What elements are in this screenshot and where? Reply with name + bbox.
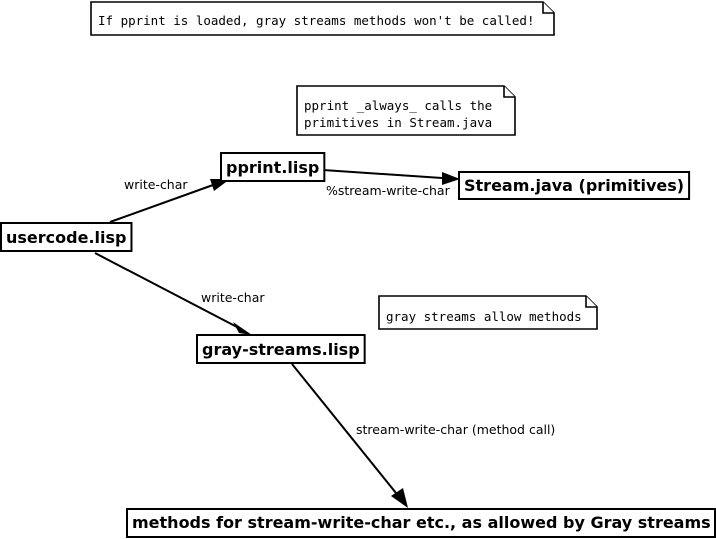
node-box: [458, 171, 691, 200]
note-fold: [542, 2, 554, 14]
note-shape: [378, 295, 598, 330]
node-usercode-label: usercode.lisp: [6, 228, 126, 247]
node-pprint-label: pprint.lisp: [226, 158, 319, 177]
arrowhead: [233, 322, 252, 335]
note-pprint-always-line1: pprint _always_ calls the: [304, 98, 492, 113]
edge-line: [322, 169, 443, 179]
arrowhead: [442, 172, 460, 185]
edge-label-usercode-pprint: write-char: [124, 177, 188, 192]
node-box: [0, 222, 133, 252]
note-gray-allow-text: gray streams allow methods: [386, 309, 582, 324]
node-methods: methods for stream-write-char etc., as a…: [126, 508, 716, 538]
edge-pprint-to-stream: %stream-write-char: [322, 169, 460, 198]
node-stream-java-label: Stream.java (primitives): [464, 176, 684, 195]
node-usercode: usercode.lisp: [0, 222, 133, 252]
arrowhead: [391, 488, 408, 508]
edge-usercode-to-pprint: write-char: [109, 177, 230, 223]
node-box: [196, 334, 366, 364]
edge-label-usercode-gray: write-char: [201, 290, 265, 305]
edge-label-gray-methods: stream-write-char (method call): [356, 422, 555, 437]
note-pprint-loaded: If pprint is loaded, gray streams method…: [90, 1, 555, 36]
note-pprint-always-line2: primitives in Stream.java: [304, 115, 492, 130]
edge-usercode-to-gray: write-char: [94, 252, 265, 335]
edge-line: [94, 252, 238, 328]
node-gray-streams-label: gray-streams.lisp: [202, 340, 360, 359]
note-pprint-always: pprint _always_ calls the primitives in …: [296, 85, 516, 136]
note-fold: [503, 86, 515, 98]
note-pprint-loaded-text: If pprint is loaded, gray streams method…: [98, 13, 535, 28]
note-gray-allow: gray streams allow methods: [378, 295, 598, 330]
node-methods-label: methods for stream-write-char etc., as a…: [132, 513, 711, 532]
edge-label-pprint-stream: %stream-write-char: [326, 183, 451, 198]
edge-line: [109, 184, 214, 223]
node-gray-streams: gray-streams.lisp: [196, 334, 366, 364]
node-pprint: pprint.lisp: [220, 152, 326, 182]
note-fold: [585, 296, 597, 308]
node-stream-java: Stream.java (primitives): [458, 171, 691, 200]
edge-gray-to-methods: stream-write-char (method call): [291, 363, 555, 508]
node-box: [220, 152, 326, 182]
edge-line: [291, 363, 397, 494]
note-shape: [90, 1, 555, 36]
note-shape: [296, 85, 516, 136]
node-box: [126, 508, 716, 538]
